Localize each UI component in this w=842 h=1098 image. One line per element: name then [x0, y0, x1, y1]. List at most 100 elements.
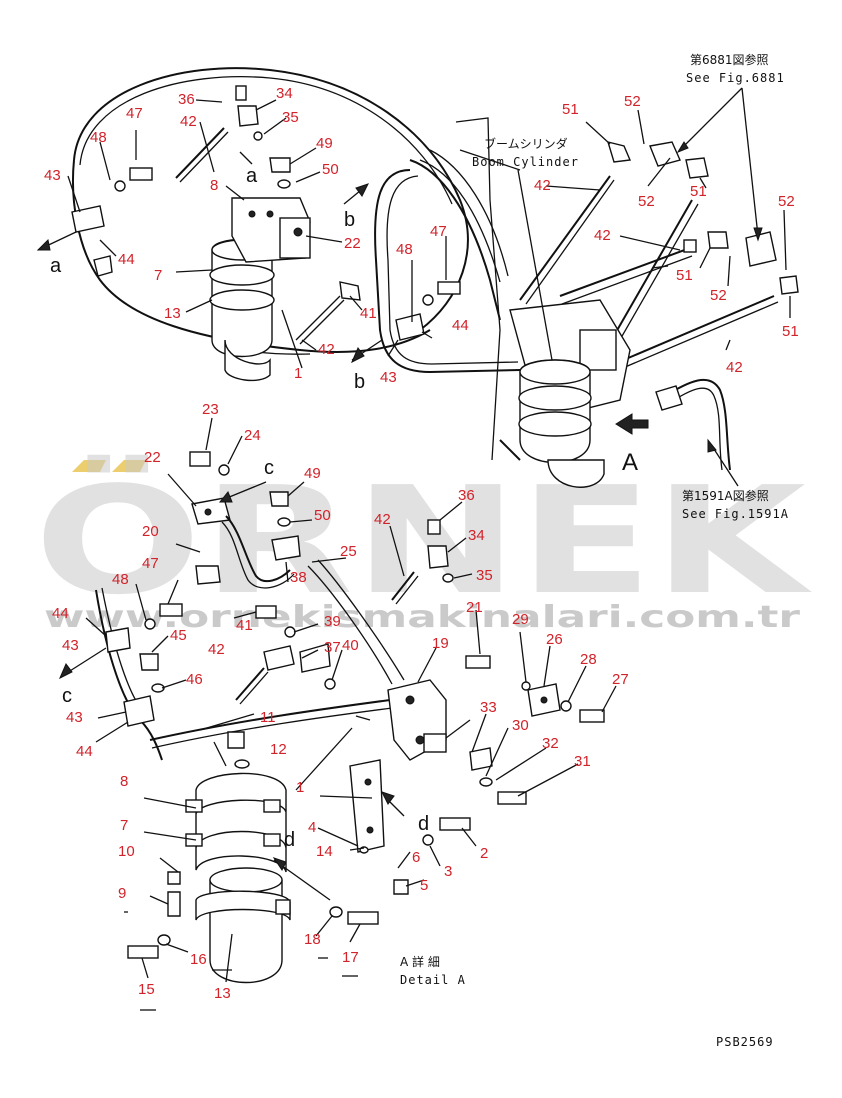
part-number: 18: [304, 931, 321, 948]
part-number: 43: [66, 709, 83, 726]
reference-letters: a a b b c c d d A: [50, 165, 638, 851]
part-number: 8: [120, 773, 128, 790]
watermark: ÖRNEK www.ornekismakinalari.com.tr: [34, 454, 813, 635]
ref-letter-b-top: b: [344, 209, 355, 231]
part-number: 52: [778, 193, 795, 210]
ref-letter-detail-a: A: [622, 449, 638, 476]
part-number: 37: [324, 639, 341, 656]
note-detail-jp: A 詳 細: [400, 954, 440, 969]
part-number: 9: [118, 885, 126, 902]
watermark-dot-right: [112, 460, 146, 472]
ref-letter-c-left: c: [62, 685, 72, 707]
ref-letter-a-center: a: [246, 165, 258, 187]
part-number: 47: [142, 555, 159, 572]
watermark-url: www.ornekismakinalari.com.tr: [44, 600, 800, 635]
ref-letter-d-right: d: [418, 813, 429, 835]
part-number: 33: [480, 699, 497, 716]
part-number: 1: [294, 365, 302, 382]
part-number: 49: [316, 135, 333, 152]
part-number: 42: [180, 113, 197, 130]
part-number: 17: [342, 949, 359, 966]
part-number: 29: [512, 611, 529, 628]
ref-letter-a-left: a: [50, 255, 62, 277]
top-right-assembly: [351, 87, 799, 488]
part-number: 45: [170, 627, 187, 644]
part-number: 12: [270, 741, 287, 758]
part-number: 7: [154, 267, 162, 284]
part-number: 43: [380, 369, 397, 386]
part-number: 15: [138, 981, 155, 998]
part-number: 14: [316, 843, 333, 860]
note-fig1591-jp: 第1591A図参照: [682, 488, 769, 503]
drawing-code: PSB2569: [716, 1035, 774, 1049]
part-number: 4: [308, 819, 316, 836]
part-number: 6: [412, 849, 420, 866]
part-number: 27: [612, 671, 629, 688]
part-number: 34: [276, 85, 293, 102]
part-number: 23: [202, 401, 219, 418]
part-number: 42: [534, 177, 551, 194]
part-number: 28: [580, 651, 597, 668]
part-number: 48: [90, 129, 107, 146]
part-number: 26: [546, 631, 563, 648]
part-number: 1: [296, 779, 304, 796]
part-number: 38: [290, 569, 307, 586]
part-number: 25: [340, 543, 357, 560]
part-number: 41: [236, 617, 253, 634]
part-number: 34: [468, 527, 485, 544]
part-number: 42: [318, 341, 335, 358]
part-number: 22: [144, 449, 161, 466]
part-number: 21: [466, 599, 483, 616]
part-number: 43: [62, 637, 79, 654]
part-number: 11: [260, 709, 276, 726]
watermark-logo: ÖRNEK: [34, 454, 813, 627]
ref-letter-d-left: d: [284, 829, 295, 851]
part-number: 41: [360, 305, 377, 322]
part-number: 20: [142, 523, 159, 540]
note-fig6881-en: See Fig.6881: [686, 71, 785, 85]
part-number: 52: [624, 93, 641, 110]
part-number: 52: [710, 287, 727, 304]
ref-letter-b-right: b: [354, 371, 365, 393]
part-number: 42: [594, 227, 611, 244]
part-number: 8: [210, 177, 218, 194]
part-number: 16: [190, 951, 207, 968]
part-number: 40: [342, 637, 359, 654]
part-number: 7: [120, 817, 128, 834]
part-number: 39: [324, 613, 341, 630]
part-number: 49: [304, 465, 321, 482]
part-number: 42: [208, 641, 225, 658]
note-fig1591-en: See Fig.1591A: [682, 507, 789, 521]
part-number: 24: [244, 427, 261, 444]
part-number: 19: [432, 635, 449, 652]
part-number: 48: [396, 241, 413, 258]
part-number: 31: [574, 753, 591, 770]
part-number: 50: [314, 507, 331, 524]
part-numbers: 36 34 42 35 47 48 49 43 8 50 22 44 7 13 …: [44, 85, 799, 1002]
part-number: 52: [638, 193, 655, 210]
part-number: 5: [420, 877, 428, 894]
part-number: 47: [430, 223, 447, 240]
note-detail-en: Detail A: [400, 973, 466, 987]
part-number: 44: [52, 605, 69, 622]
part-number: 42: [374, 511, 391, 528]
part-number: 51: [676, 267, 693, 284]
part-number: 22: [344, 235, 361, 252]
part-number: 44: [76, 743, 93, 760]
part-number: 32: [542, 735, 559, 752]
part-number: 2: [480, 845, 488, 862]
note-fig6881-jp: 第6881図参照: [690, 52, 769, 67]
part-number: 30: [512, 717, 529, 734]
part-number: 3: [444, 863, 452, 880]
part-number: 51: [782, 323, 799, 340]
part-number: 48: [112, 571, 129, 588]
part-number: 50: [322, 161, 339, 178]
part-number: 44: [452, 317, 469, 334]
part-number: 36: [458, 487, 475, 504]
part-number: 10: [118, 843, 135, 860]
note-boom-en: Boom Cylinder: [472, 155, 579, 169]
part-number: 13: [214, 985, 231, 1002]
part-number: 35: [476, 567, 493, 584]
